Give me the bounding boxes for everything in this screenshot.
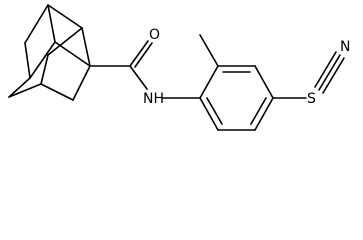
bond xyxy=(47,4,83,29)
bond xyxy=(47,27,83,56)
bond xyxy=(314,51,337,88)
bond xyxy=(29,41,56,79)
bond xyxy=(254,97,274,131)
benzene-ring xyxy=(199,65,274,131)
bond xyxy=(254,65,274,99)
amide-linkage: O NH xyxy=(89,27,201,107)
bond xyxy=(322,57,345,94)
bond xyxy=(47,4,56,43)
bond xyxy=(199,65,219,99)
methyl-bond xyxy=(199,34,219,67)
bond xyxy=(199,97,219,131)
bond xyxy=(206,97,223,125)
bond xyxy=(54,41,91,67)
bond xyxy=(129,65,148,90)
bond xyxy=(250,97,267,125)
amide-nh-label: NH xyxy=(143,91,164,107)
adamantane-cage xyxy=(8,4,91,101)
bond xyxy=(129,40,149,67)
bond xyxy=(134,42,153,68)
nitrile-nitrogen-label: N xyxy=(340,39,350,55)
bond xyxy=(24,42,31,79)
bond xyxy=(72,65,91,101)
thiocyanate-group: S N xyxy=(272,39,350,107)
bond xyxy=(40,83,74,101)
chemical-structure: O NH S N xyxy=(8,4,350,131)
carbonyl-oxygen-label: O xyxy=(149,27,160,43)
bond xyxy=(40,54,49,85)
bond xyxy=(81,27,91,67)
sulfur-label: S xyxy=(307,91,316,107)
bond xyxy=(24,4,49,44)
bond xyxy=(318,54,341,91)
bond xyxy=(8,77,31,98)
bond xyxy=(8,83,42,98)
